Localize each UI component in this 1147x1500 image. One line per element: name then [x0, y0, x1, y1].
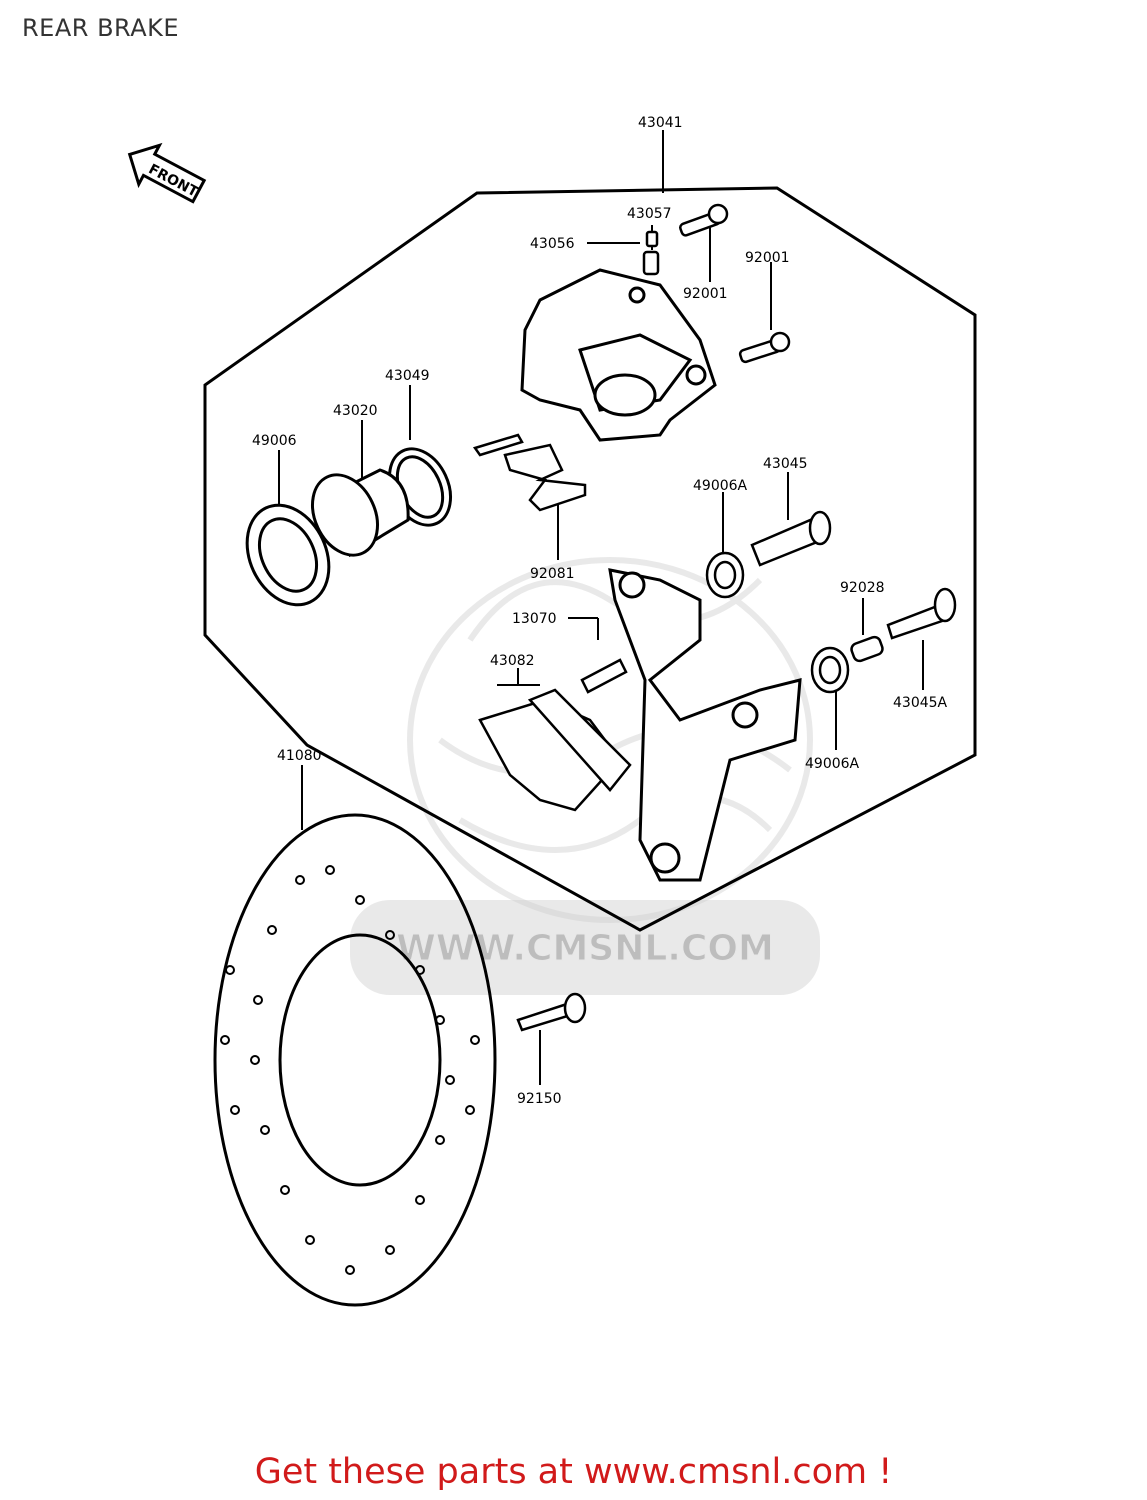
brake-pads [478, 688, 632, 812]
footer-link[interactable]: Get these parts at www.cmsnl.com ! [254, 1452, 893, 1492]
front-arrow: FRONT [127, 142, 207, 204]
bushing-49006A-lower [810, 646, 850, 694]
leader-lines [278, 130, 924, 1085]
label-13070: 13070 [512, 611, 557, 627]
label-43041: 43041 [638, 115, 683, 131]
label-43082: 43082 [490, 653, 535, 669]
anti-rattle-spring [472, 433, 587, 512]
label-92150: 92150 [517, 1091, 562, 1107]
watermark-text: WWW.CMSNL.COM [396, 928, 774, 969]
label-43057: 43057 [627, 206, 672, 222]
label-43045: 43045 [763, 456, 808, 472]
bleed-valve [642, 230, 660, 276]
label-92028: 92028 [840, 580, 885, 596]
label-49006A-lower: 49006A [805, 756, 860, 772]
slide-pin-43045 [750, 510, 832, 567]
label-49006: 49006 [252, 433, 297, 449]
label-92001-upper: 92001 [683, 286, 728, 302]
caliper-bracket [608, 568, 802, 882]
label-43020: 43020 [333, 403, 378, 419]
label-41080: 41080 [277, 748, 322, 764]
page-title: REAR BRAKE [22, 14, 180, 42]
label-43045A: 43045A [893, 695, 948, 711]
bushing-49006A-upper [705, 551, 745, 599]
brake-disc [213, 813, 497, 1307]
label-43049: 43049 [385, 368, 430, 384]
label-43056: 43056 [530, 236, 575, 252]
piston [311, 468, 410, 558]
caliper-assembly-outline [203, 186, 977, 932]
watermark-box: WWW.CMSNL.COM [350, 900, 820, 995]
part-labels: 43041 43057 43056 92001 92001 43049 4302… [252, 115, 948, 1107]
disc-bolt [516, 992, 587, 1032]
bolt-92001-lower [738, 331, 791, 364]
pin-43045A [886, 587, 957, 640]
label-92001-lower: 92001 [745, 250, 790, 266]
dust-seal [245, 503, 331, 607]
label-92081: 92081 [530, 566, 575, 582]
label-49006A-upper: 49006A [693, 478, 748, 494]
pad-spring [580, 658, 628, 694]
bolt-92001-upper [679, 203, 729, 237]
caliper-body [520, 268, 717, 442]
sleeve-92028 [850, 635, 884, 663]
